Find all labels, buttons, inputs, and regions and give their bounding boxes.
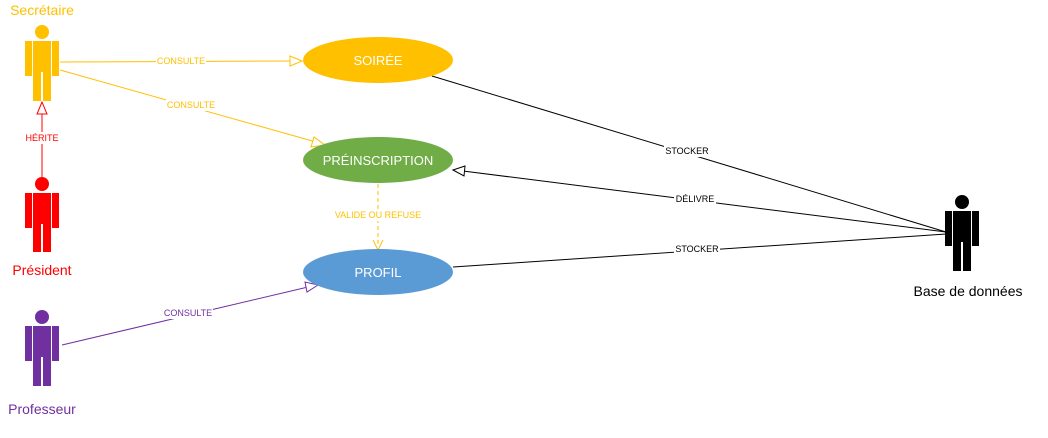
- actor-database[interactable]: Base de données: [914, 195, 1023, 299]
- actor-database-label: Base de données: [914, 283, 1023, 299]
- edge-database-preinscription: DÉLIVRE: [451, 165, 947, 233]
- actor-president-label: Président: [12, 262, 71, 278]
- person-icon: [25, 310, 59, 386]
- edge-label-preinscription-profil: VALIDE OU REFUSE: [335, 210, 421, 220]
- edge-database-soiree: STOCKER: [431, 75, 947, 233]
- actor-secretaire[interactable]: Secrétaire: [10, 2, 74, 101]
- person-icon: [25, 177, 59, 252]
- edge-president-secretaire: HÉRITE: [22, 100, 62, 177]
- edge-label-database-soiree: STOCKER: [665, 146, 709, 156]
- person-icon: [945, 195, 979, 271]
- edge-label-president-secretaire: HÉRITE: [25, 133, 58, 143]
- use-case-preinscription-label: PRÉINSCRIPTION: [323, 153, 434, 168]
- edge-label-database-preinscription: DÉLIVRE: [676, 194, 715, 204]
- edge-preinscription-profil: VALIDE OU REFUSE: [334, 184, 422, 252]
- edge-database-profil: STOCKER: [452, 233, 947, 268]
- use-case-preinscription[interactable]: PRÉINSCRIPTION: [303, 137, 453, 183]
- edge-professeur-profil: CONSULTE: [61, 281, 320, 346]
- edge-label-database-profil: STOCKER: [675, 244, 719, 254]
- person-icon: [25, 25, 59, 101]
- use-case-soiree-label: SOIRÉE: [353, 53, 402, 68]
- edge-secretaire-preinscription: CONSULTE: [59, 69, 327, 148]
- edge-secretaire-soiree: CONSULTE: [59, 55, 304, 67]
- edge-label-secretaire-preinscription: CONSULTE: [167, 100, 215, 110]
- actor-president[interactable]: Président: [12, 177, 72, 278]
- edge-label-secretaire-soiree: CONSULTE: [157, 56, 205, 66]
- actor-secretaire-label: Secrétaire: [10, 2, 74, 18]
- actor-professeur[interactable]: Professeur: [8, 310, 76, 417]
- use-case-preinscription-shape: [303, 137, 453, 183]
- use-case-profil-shape: [303, 249, 453, 295]
- use-case-profil[interactable]: PROFIL: [303, 249, 453, 295]
- use-case-soiree-shape: [303, 37, 453, 83]
- use-case-profil-label: PROFIL: [355, 265, 402, 280]
- edge-label-professeur-profil: CONSULTE: [164, 308, 212, 318]
- actor-professeur-label: Professeur: [8, 401, 76, 417]
- use-case-soiree[interactable]: SOIRÉE: [303, 37, 453, 83]
